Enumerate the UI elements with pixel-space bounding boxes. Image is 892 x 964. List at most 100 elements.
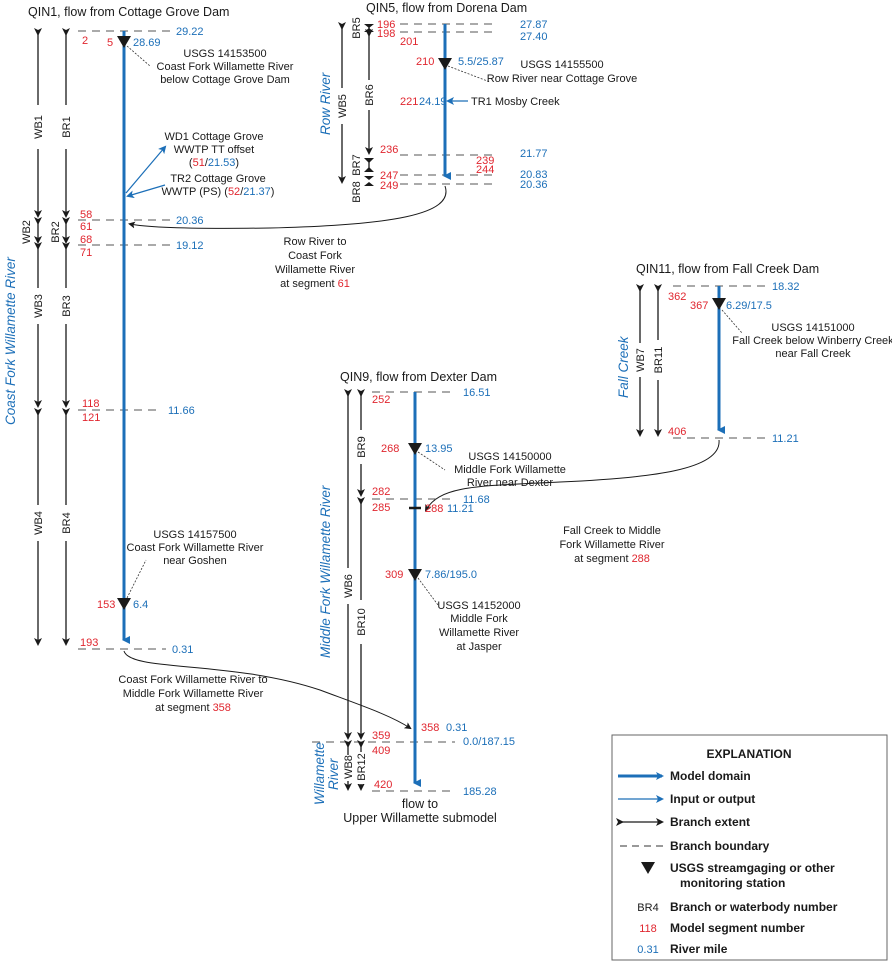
segment-number: 359 [372,730,390,742]
connection-label: at segment 61 [280,278,350,290]
segment-number: 71 [80,247,92,259]
segment-number: 5 [107,37,113,49]
tr2-seg-rm: WWTP (PS) (52/21.37) [162,186,275,198]
willamette-river-label: Willamette [312,742,327,805]
br8-label: BR8 [351,181,363,202]
segment-number: 196 [377,19,395,31]
legend-label: Branch extent [670,815,750,829]
legend: EXPLANATION Model domain Input or output… [611,734,888,961]
segment-number: 409 [372,745,390,757]
leader-line [447,65,491,83]
gage-triangle-icon [408,569,422,581]
segment-number: 236 [380,144,398,156]
gage-triangle-icon [641,862,655,874]
legend-label: Model segment number [670,921,805,935]
segment-number: 210 [416,56,434,68]
wb-br-extents [336,22,375,186]
river-mile: 5.5/25.87 [458,56,504,68]
segment-number: 121 [82,412,100,424]
middle-fork-river-label: Middle Fork Willamette River [318,485,333,658]
segment-number: 249 [380,180,398,192]
wd1-seg-rm: (51/21.53) [189,157,239,169]
wb6-label: WB6 [343,574,355,598]
wd1-label-2: WWTP TT offset [174,144,254,156]
connection-label: at segment 288 [574,553,650,565]
segment-number: 288 [425,503,443,515]
br10-label: BR10 [356,608,368,636]
legend-symbol-branch: BR4 [637,902,658,914]
gage-triangle-icon [117,598,131,610]
br12-label: BR12 [356,753,368,781]
legend-symbol-segment: 118 [639,923,657,935]
legend-label-2: monitoring station [680,876,785,890]
river-mile: 0.31 [446,722,467,734]
qin11-title: QIN11, flow from Fall Creek Dam [636,262,819,276]
outflow-label: flow to [402,797,438,811]
legend-title: EXPLANATION [706,747,791,761]
br5-label: BR5 [351,17,363,38]
gage-14152000-name-2: Willamette River [439,627,519,639]
gage-14153500-id: USGS 14153500 [183,48,266,60]
fall-creek-section: QIN11, flow from Fall Creek Dam Fall Cre… [425,262,892,565]
segment-number: 268 [381,443,399,455]
row-river-label: Row River [318,72,333,135]
segment-number: 68 [80,234,92,246]
river-mile: 20.83 [520,169,548,181]
river-mile: 27.87 [520,19,548,31]
segment-number: 58 [80,209,92,221]
segment-number: 247 [380,170,398,182]
br9-label: BR9 [356,436,368,457]
legend-label: Input or output [670,792,755,806]
segment-number: 244 [476,164,494,176]
fall-creek-to-middle-fork-connector [425,439,720,512]
river-mile: 11.21 [772,433,799,445]
river-mile: 27.40 [520,31,548,43]
willamette-section: Willamette River WB8 BR12 359 409 420 0.… [312,730,515,825]
gage-triangle-icon [438,58,452,70]
river-mile: 24.19 [419,96,447,108]
wb8-label: WB8 [343,755,355,779]
row-river-section: QIN5, flow from Dorena Dam Row River WB5… [128,1,637,290]
river-mile: 0.0/187.15 [463,736,515,748]
willamette-river-label-2: River [326,758,341,790]
br1-label: BR1 [61,116,73,137]
river-mile: 20.36 [176,215,204,227]
connection-label: at segment 358 [155,702,231,714]
river-mile: 11.21 [447,503,474,515]
segment-number: 239 [476,155,494,167]
segment-number: 285 [372,502,390,514]
connection-label: Fork Willamette River [559,539,664,551]
leader-line [126,45,151,67]
wb2-label: WB2 [21,220,33,244]
gage-14153500-loc: below Cottage Grove Dam [160,74,290,86]
legend-label: Branch boundary [670,839,770,853]
br3-label: BR3 [61,295,73,316]
river-mile: 19.12 [176,240,204,252]
br11-label: BR11 [653,347,665,374]
coast-fork-river-label: Coast Fork Willamette River [3,257,18,425]
fall-creek-label: Fall Creek [616,335,631,398]
gage-14157500-name: Coast Fork Willamette River [127,542,264,554]
gage-14151000-id: USGS 14151000 [771,322,854,334]
segment-number: 252 [372,394,390,406]
gage-14151000-loc: near Fall Creek [775,348,851,360]
wb-br-extents [634,284,664,437]
gage-14150000-id: USGS 14150000 [468,451,551,463]
segment-number: 198 [377,28,395,40]
legend-label: Model domain [670,769,751,783]
river-mile: 21.77 [520,148,548,160]
segment-number: 362 [668,291,686,303]
gage-14155500-id: USGS 14155500 [520,59,603,71]
gage-14155500-name: Row River near Cottage Grove [487,73,637,85]
segment-number: 193 [80,637,98,649]
river-mile: 0.31 [172,644,193,656]
connection-label: Fall Creek to Middle [563,525,661,537]
legend-label: River mile [670,942,728,956]
wb1-label: WB1 [33,115,45,139]
outflow-label-2: Upper Willamette submodel [343,811,497,825]
row-river-to-coast-fork-connector [128,185,447,229]
segment-number: 2 [82,35,88,47]
wb7-label: WB7 [635,348,647,372]
gage-triangle-icon [712,298,726,310]
segment-number: 118 [82,398,100,410]
